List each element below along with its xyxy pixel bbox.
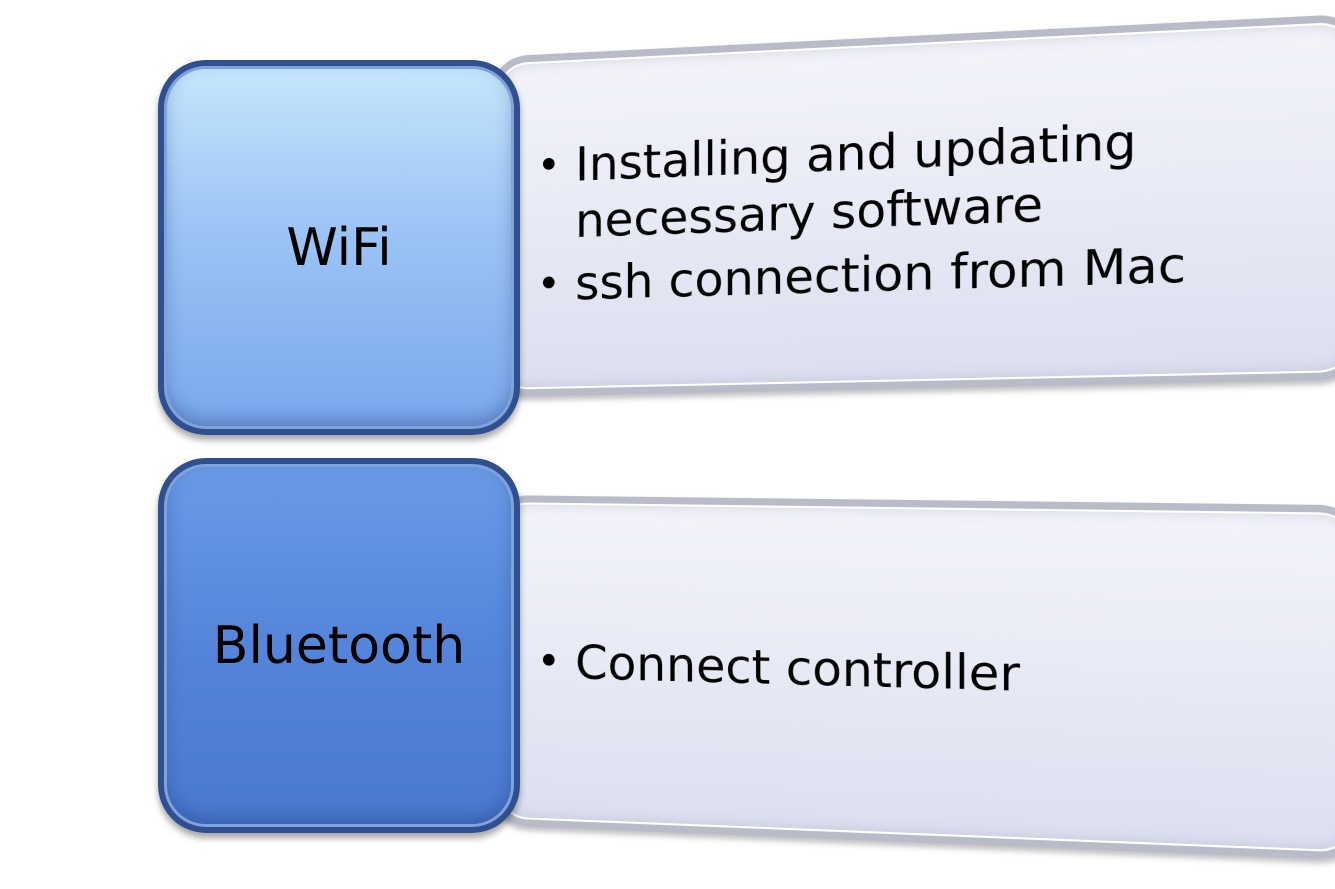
- bluetooth-detail-content: • Connect controller: [537, 503, 1320, 852]
- wifi-detail-panel: • Installing and updating necessary soft…: [490, 13, 1335, 397]
- bluetooth-bullet-list: • Connect controller: [537, 627, 1320, 718]
- bluetooth-detail-panel: • Connect controller: [490, 495, 1335, 861]
- bluetooth-label-box: Bluetooth: [158, 458, 520, 833]
- wifi-bullet-list: • Installing and updating necessary soft…: [537, 98, 1320, 319]
- bullet-text: Installing and updating necessary softwa…: [575, 113, 1137, 249]
- bullet-icon: •: [536, 260, 561, 308]
- bullet-icon: •: [536, 142, 561, 190]
- diagram-row-bluetooth: • Connect controller Bluetooth: [0, 455, 1335, 861]
- bluetooth-label: Bluetooth: [212, 615, 466, 676]
- wifi-detail-content: • Installing and updating necessary soft…: [537, 23, 1320, 389]
- wifi-label-box: WiFi: [158, 60, 520, 435]
- bullet-icon: •: [536, 638, 561, 686]
- list-item: • Installing and updating necessary soft…: [537, 105, 1320, 251]
- wifi-label: WiFi: [286, 217, 392, 278]
- bullet-text: Connect controller: [575, 635, 1020, 703]
- list-item: • Connect controller: [537, 633, 1320, 712]
- diagram-row-wifi: • Installing and updating necessary soft…: [0, 13, 1335, 440]
